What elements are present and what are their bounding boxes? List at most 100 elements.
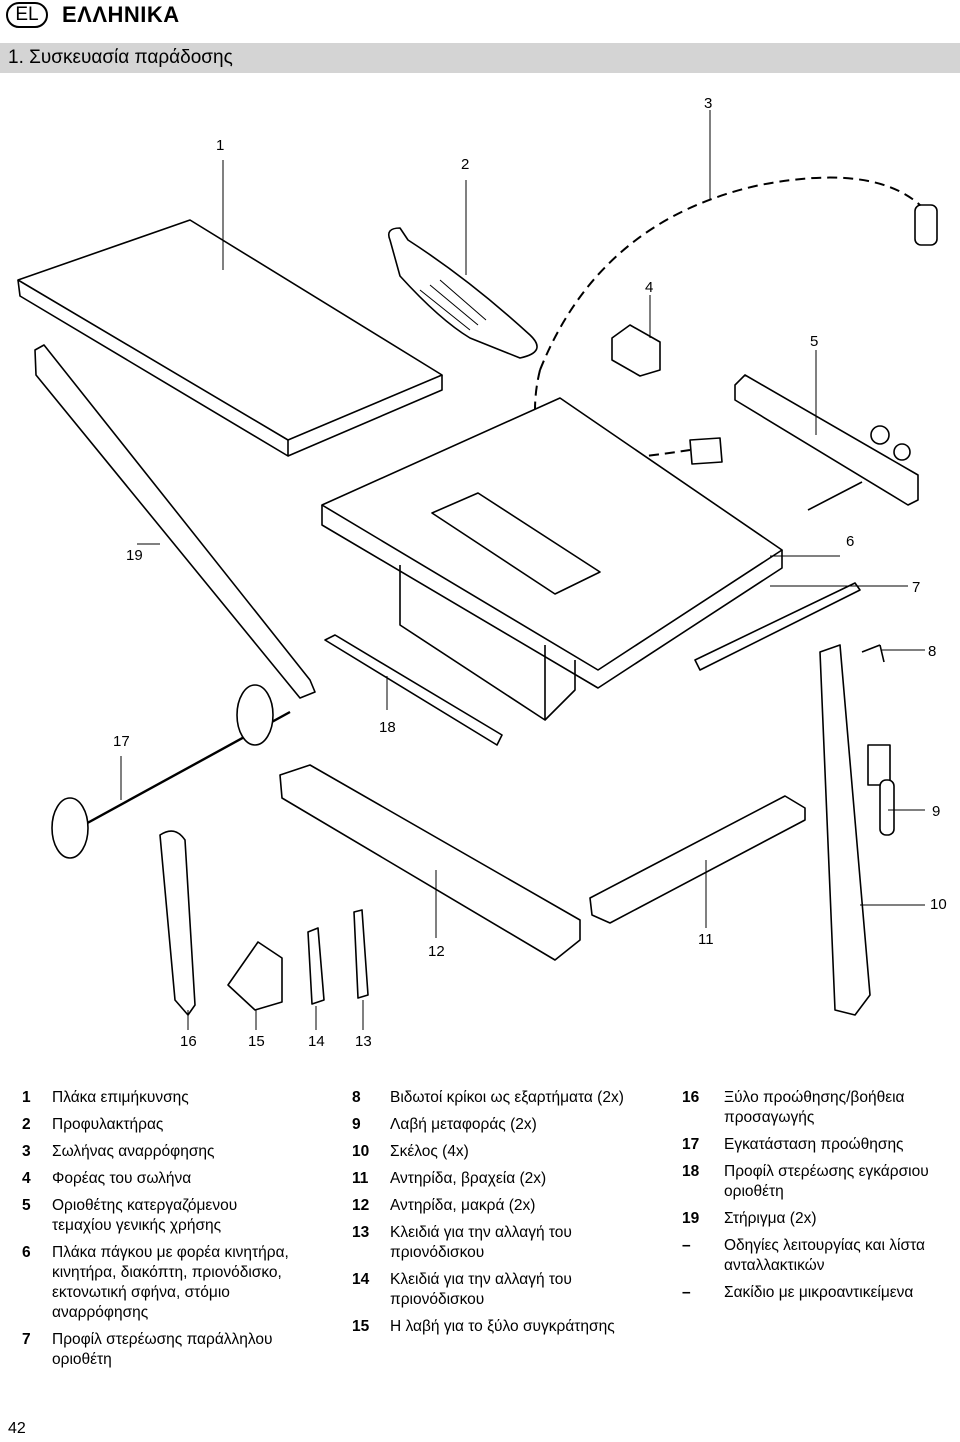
callout-15: 15 [248, 1033, 265, 1050]
wrench-small [307, 927, 325, 1005]
legend-text: Σακίδιο με μικροαντικείμενα [724, 1284, 914, 1301]
legend-text: Σωλήνας αναρρόφησης [52, 1143, 215, 1160]
legend-column-2: 8 Βιδωτοί κρίκοι ως εξαρτήματα (2x) 9 Λαβή… [352, 1088, 642, 1344]
legend-text: Προφίλ στερέωσης εγκάρσιου οριοθέτη [724, 1163, 929, 1200]
legend-number: 18 [682, 1163, 700, 1180]
callout-9: 9 [932, 803, 940, 820]
legend-item: 9 Λαβή μεταφοράς (2x) [352, 1115, 642, 1135]
legend-item: 3 Σωλήνας αναρρόφησης [22, 1142, 292, 1162]
legend-item: – Οδηγίες λειτουργίας και λίστα ανταλλακτ… [682, 1236, 957, 1276]
legend-number: 11 [352, 1170, 369, 1187]
legend-number: 13 [352, 1224, 370, 1241]
blade-guard [387, 227, 538, 359]
legend-item: 5 Οριοθέτης κατεργαζόμενου τεμαχίου γενικ… [22, 1196, 292, 1236]
legend-item: 6 Πλάκα πάγκου με φορέα κινητήρα, κινητήρ… [22, 1243, 292, 1323]
legend-text: Πλάκα πάγκου με φορέα κινητήρα, κινητήρα… [52, 1244, 289, 1321]
callout-17: 17 [113, 733, 130, 750]
crosscut-rail [324, 634, 503, 746]
legend-text: Η λαβή για το ξύλο συγκράτησης [390, 1318, 615, 1335]
legend-item: – Σακίδιο με μικροαντικείμενα [682, 1283, 957, 1303]
legend-number: 8 [352, 1089, 361, 1106]
legend-text: Κλειδιά για την αλλαγή του πριονόδισκου [390, 1224, 572, 1261]
wheel-assembly [51, 684, 291, 859]
callout-12: 12 [428, 943, 445, 960]
legend-number: 2 [22, 1116, 31, 1133]
callout-1: 1 [216, 137, 224, 154]
legend-text: Πλάκα επιμήκυνσης [52, 1089, 189, 1106]
callout-16: 16 [180, 1033, 197, 1050]
short-brace [589, 795, 806, 924]
legend-text: Αντηρίδα, μακρά (2x) [390, 1197, 536, 1214]
carry-handle [867, 744, 895, 836]
legend-text: Σκέλος (4x) [390, 1143, 469, 1160]
callout-labels: 1 2 3 4 5 6 7 8 9 10 11 12 13 14 15 16 1… [113, 95, 947, 1050]
language-badge: EL [6, 2, 48, 28]
legend-item: 14 Κλειδιά για την αλλαγή του πριονόδισκο… [352, 1270, 642, 1310]
legend-number: 10 [352, 1143, 370, 1160]
callout-5: 5 [810, 333, 818, 350]
legend-text: Προφυλακτήρας [52, 1116, 164, 1133]
legend-text: Κλειδιά για την αλλαγή του πριονόδισκου [390, 1271, 572, 1308]
long-brace [279, 764, 581, 961]
push-stick [159, 830, 196, 1016]
legend-item: 15 Η λαβή για το ξύλο συγκράτησης [352, 1317, 642, 1337]
push-stick-holder [227, 941, 283, 1011]
support-bar [34, 344, 316, 699]
legend-number: 12 [352, 1197, 370, 1214]
callout-6: 6 [846, 533, 854, 550]
legend-number: 16 [682, 1089, 700, 1106]
legend-text: Προφίλ στερέωσης παράλληλου οριοθέτη [52, 1331, 273, 1368]
callout-7: 7 [912, 579, 920, 596]
callout-11: 11 [698, 931, 714, 948]
legend-item: 17 Εγκατάσταση προώθησης [682, 1135, 957, 1155]
suction-hose [534, 176, 938, 465]
extension-plate [17, 219, 443, 457]
legend-item: 13 Κλειδιά για την αλλαγή του πριονόδισκο… [352, 1223, 642, 1263]
leg [819, 644, 871, 1016]
section-title: 1. Συσκευασία παράδοσης [8, 47, 233, 68]
exploded-parts-diagram: 1 2 3 4 5 6 7 8 9 10 11 12 13 14 15 16 1… [17, 95, 947, 1050]
legend-item: 8 Βιδωτοί κρίκοι ως εξαρτήματα (2x) [352, 1088, 642, 1108]
callout-4: 4 [645, 279, 653, 296]
legend-text: Οριοθέτης κατεργαζόμενου τεμαχίου γενική… [52, 1197, 238, 1234]
legend-number: 15 [352, 1318, 370, 1335]
legend-number: 7 [22, 1331, 31, 1348]
legend-number: 1 [22, 1089, 31, 1106]
callout-13: 13 [355, 1033, 372, 1050]
table-top [321, 397, 783, 721]
legend-text: Οδηγίες λειτουργίας και λίστα ανταλλακτι… [724, 1237, 925, 1274]
language-title: ΕΛΛΗΝΙΚΑ [62, 2, 180, 27]
legend-item: 7 Προφίλ στερέωσης παράλληλου οριοθέτη [22, 1330, 292, 1370]
legend-item: 12 Αντηρίδα, μακρά (2x) [352, 1196, 642, 1216]
legend-number: 17 [682, 1136, 700, 1153]
callout-19: 19 [126, 547, 143, 564]
legend-number: 9 [352, 1116, 361, 1133]
legend-text: Λαβή μεταφοράς (2x) [390, 1116, 537, 1133]
hose-holder [611, 324, 661, 377]
legend-number: 6 [22, 1244, 31, 1261]
section-bar [0, 43, 960, 73]
legend-text: Ξύλο προώθησης/βοήθεια προσαγωγής [724, 1089, 905, 1126]
legend-column-1: 1 Πλάκα επιμήκυνσης 2 Προφυλακτήρας 3 Σωλήν… [22, 1088, 292, 1377]
legend-item: 16 Ξύλο προώθησης/βοήθεια προσαγωγής [682, 1088, 957, 1128]
language-code: EL [15, 4, 39, 25]
legend-text: Φορέας του σωλήνα [52, 1170, 192, 1187]
callout-14: 14 [308, 1033, 325, 1050]
legend-number: 5 [22, 1197, 31, 1214]
page-number: 42 [8, 1420, 26, 1437]
legend-text: Εγκατάσταση προώθησης [724, 1136, 904, 1153]
legend-item: 2 Προφυλακτήρας [22, 1115, 292, 1135]
legend-item: 10 Σκέλος (4x) [352, 1142, 642, 1162]
universal-fence [734, 374, 919, 511]
legend-text: Βιδωτοί κρίκοι ως εξαρτήματα (2x) [390, 1089, 624, 1106]
callout-10: 10 [930, 896, 947, 913]
parallel-fence-rail [694, 582, 861, 671]
legend-number: 14 [352, 1271, 370, 1288]
legend-number: 3 [22, 1143, 31, 1160]
eye-bolt [861, 644, 885, 663]
legend-text: Στήριγμα (2x) [724, 1210, 817, 1227]
legend-number: – [682, 1237, 691, 1254]
legend-number: – [682, 1284, 691, 1301]
